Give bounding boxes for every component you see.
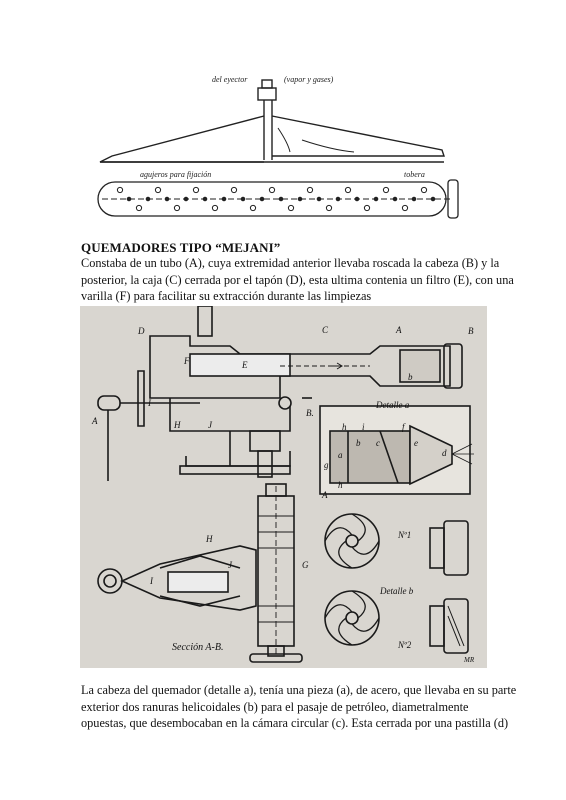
nozzle-cap [257,87,277,101]
label-B: B [468,326,474,336]
label-D: D [137,326,145,336]
fixing-hole [173,204,181,212]
paragraph-1-line: posterior, la caja (C) cerrada por el ta… [81,272,514,287]
artist-signature: MR [463,656,475,664]
label-B-cut: B. [306,408,314,418]
label-b-top: b [408,372,413,382]
center-hole [145,196,151,202]
paragraph-2-line: La cabeza del quemador (detalle a), tení… [81,683,517,697]
label-i: i [362,422,365,432]
label-G: G [302,560,309,570]
swirl-disc-1 [324,513,380,569]
center-hole [316,196,322,202]
fixing-hole [211,204,219,212]
center-hole [183,196,189,202]
center-hole [202,196,208,202]
label-C: C [322,325,329,335]
center-hole [392,196,398,202]
center-hole [278,196,284,202]
seccion-label: Sección A-B. [172,642,223,653]
mejani-burner-figure: D C A B F E b I A H J B. Detalle a h i f… [80,306,487,668]
center-hole [240,196,246,202]
center-hole [126,196,132,202]
label-A-left: A [91,416,98,426]
paragraph-2-line: exterior dos ranuras helicoidales (b) pa… [81,699,469,714]
center-hole [297,196,303,202]
paragraph-2-line: opuestas, que desembocaban en la cámara … [81,716,509,731]
label-tobera: tobera [404,170,425,179]
label-A-detail: A [321,490,328,500]
fixing-hole [287,204,295,212]
burner-body [149,335,451,399]
fixing-hole [363,204,371,212]
detalle-b: Detalle b [379,586,414,596]
label-n2: Nº2 [397,640,412,650]
paragraph-1-line: Constaba de un tubo (A), cuya extremidad… [81,256,500,270]
fixing-hole [135,204,143,212]
fixing-hole [306,186,314,194]
label-vapor: (vapor y gases) [284,75,334,84]
fixing-hole [382,186,390,194]
fixing-hole [344,186,352,194]
label-J-section: J [228,560,233,570]
fixing-hole [192,186,200,194]
label-J: J [208,420,213,430]
label-holes: agujeros para fijación [140,170,211,179]
center-hole [354,196,360,202]
label-a: a [338,450,343,460]
label-n1: Nº1 [397,530,411,540]
label-F: F [183,356,190,366]
label-A: A [395,325,402,335]
fixing-hole [154,186,162,194]
label-g: g [324,460,329,470]
fixing-hole [230,186,238,194]
section-title: QUEMADORES TIPO “MEJANI” [81,240,281,255]
paragraph-1: Constaba de un tubo (A), cuya extremidad… [81,255,514,305]
swirl-disc-2 [324,590,380,646]
ejector-figure: del eyector (vapor y gases) agujeros par… [97,75,459,219]
label-E: E [241,360,248,370]
center-hole [221,196,227,202]
paragraph-2: La cabeza del quemador (detalle a), tení… [81,682,517,732]
fixing-hole [116,186,124,194]
center-hole [373,196,379,202]
fixing-hole [249,204,257,212]
label-H-section: H [205,534,213,544]
label-c: c [376,438,380,448]
label-d: d [442,448,447,458]
center-hole [411,196,417,202]
label-ejector: del eyector [212,75,248,84]
fixing-hole [325,204,333,212]
label-H: H [173,420,181,430]
detalle-a: Detalle a [375,400,410,410]
label-h: h [342,422,347,432]
fixing-hole [268,186,276,194]
label-b-detail: b [356,438,361,448]
center-hole [430,196,436,202]
label-I: I [147,398,152,408]
center-hole [259,196,265,202]
center-hole [335,196,341,202]
center-hole [164,196,170,202]
fixing-hole [401,204,409,212]
label-h-lower: h [338,480,343,490]
fixing-hole [420,186,428,194]
paragraph-1-line: varilla (F) para facilitar su extracción… [81,289,372,304]
label-e: e [414,438,418,448]
label-f: f [402,422,406,432]
label-I-section: I [149,576,154,586]
